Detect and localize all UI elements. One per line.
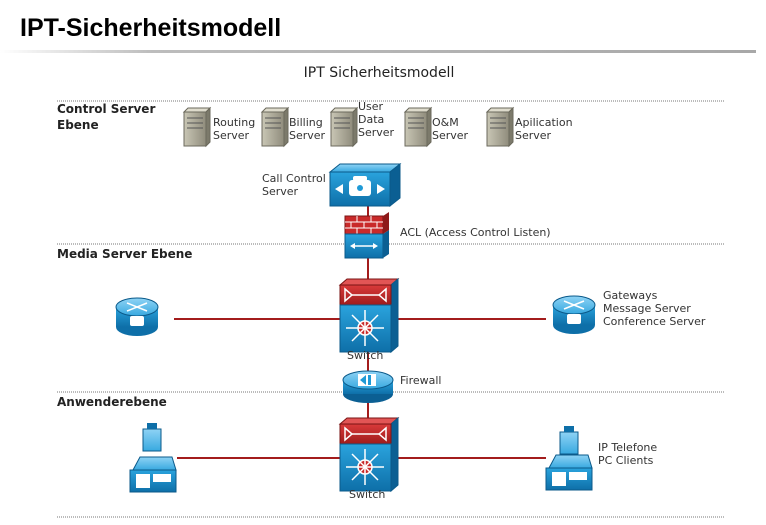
server-row: Routing Server Billing Server User <box>182 100 576 148</box>
page-title: IPT-Sicherheitsmodell <box>20 14 282 42</box>
routing-server-icon <box>182 106 212 148</box>
acl-label: ACL (Access Control Listen) <box>400 226 551 239</box>
gateway-server-icon <box>552 295 596 334</box>
layer-label-user: Anwenderebene <box>57 395 167 409</box>
layer-label-media: Media Server Ebene <box>57 247 192 261</box>
user-switch-label: Switch <box>349 488 385 501</box>
billing-server-label: Billing Server <box>289 116 326 142</box>
media-switch-label: Switch <box>347 349 383 362</box>
call-control-server-icon <box>328 162 402 208</box>
user-data-server-label: User Data Server <box>358 100 395 139</box>
om-server-label: O&M Server <box>432 116 469 142</box>
application-server-label: Apilication Server <box>515 116 576 142</box>
user-switch-icon <box>338 416 400 493</box>
ip-phone-right-icon <box>545 426 593 491</box>
ip-phone-left-icon <box>129 423 177 493</box>
media-router-left-icon <box>115 297 159 336</box>
routing-server-label: Routing Server <box>213 116 259 142</box>
acl-firewall-icon <box>344 212 389 259</box>
firewall-icon <box>342 370 394 403</box>
call-control-label: Call Control Server <box>262 172 329 198</box>
title-divider <box>0 50 756 53</box>
firewall-label: Firewall <box>400 374 441 387</box>
user-data-server-icon <box>329 106 359 148</box>
billing-server-icon <box>260 106 290 148</box>
application-server-icon <box>485 106 515 148</box>
diagram-title: IPT Sicherheitsmodell <box>304 65 455 81</box>
ip-phones-label: IP Telefone PC Clients <box>598 441 661 467</box>
media-switch-icon <box>338 277 400 354</box>
gateways-label: Gateways Message Server Conference Serve… <box>603 289 706 328</box>
layer-label-control: Control Server Ebene <box>57 102 160 132</box>
om-server-icon <box>403 106 433 148</box>
